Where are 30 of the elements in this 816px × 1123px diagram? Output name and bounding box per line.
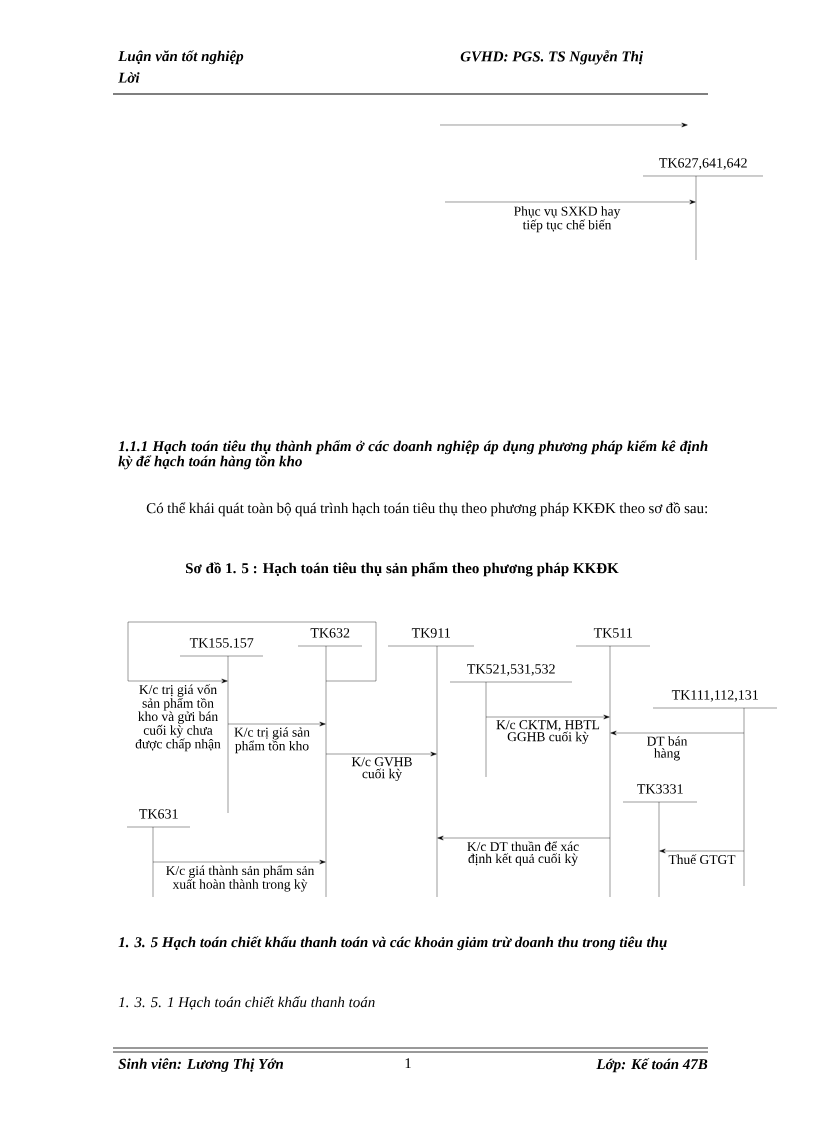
edge-label: K/c trị giá vốn sản phẩm tồn kho và gửi bán cuối kỳ chưa được chấp nhận xyxy=(135,684,221,752)
arrow xyxy=(444,199,696,205)
edge-label: Thuế GTGT xyxy=(668,854,736,865)
body-paragraph: Có thể khái quát toàn bộ quá trình hạch toán tiêu thụ theo phương pháp KKĐK theo sơ đồ sau: xyxy=(146,502,708,517)
section-heading: 1. 3. 5 Hạch toán chiết khấu thanh toán và các khoản giảm trừ doanh thu trong tiêu thụ xyxy=(118,936,667,951)
footer-text: Lớp: Kế toán 47B xyxy=(596,1058,708,1073)
section-heading: 1. 3. 5. 1 Hạch toán chiết khấu thanh toán xyxy=(118,996,375,1010)
section-heading: 1.1.1 Hạch toán tiêu thụ thành phẩm ở các doanh nghiệp áp dụng phương pháp kiểm kê định kỳ để hạch toán hàng tồn kho xyxy=(118,440,708,470)
edge-label: K/c CKTM, HBTL GGHB cuối kỳ xyxy=(496,720,600,745)
edge-label: K/c trị giá sản phẩm tồn kho xyxy=(234,727,310,754)
edge-label: DT bán hàng xyxy=(647,736,688,761)
page-number: 1 xyxy=(405,1058,411,1069)
edge-label: K/c DT thuần để xác định kết quả cuối kỳ xyxy=(467,841,579,866)
arrow xyxy=(437,835,611,841)
header-text: Luận văn tốt nghiệp xyxy=(118,50,244,65)
footer-text: Sinh viên: Lương Thị Yớn xyxy=(118,1058,283,1072)
header-text: GVHD: PGS. TS Nguyễn Thị xyxy=(460,50,644,65)
arrow xyxy=(227,721,326,727)
edge-label: K/c giá thành sản phẩm sản xuất hoàn thành trong kỳ xyxy=(166,865,315,892)
t-account: TK627,641,642 xyxy=(642,158,764,261)
arrow xyxy=(127,621,377,684)
edge-label: Phục vụ SXKD hay tiếp tục chế biến xyxy=(514,206,621,233)
arrow xyxy=(325,751,437,757)
header-text: Lời xyxy=(118,72,140,83)
edge-label: K/c GVHB cuối kỳ xyxy=(351,757,412,782)
arrow xyxy=(610,730,745,736)
arrow xyxy=(659,848,745,854)
arrow xyxy=(485,714,610,720)
diagram-title: Sơ đồ 1. 5 : Hạch toán tiêu thụ sản phẩm theo phương pháp KKĐK xyxy=(186,562,619,577)
arrow xyxy=(152,859,326,865)
